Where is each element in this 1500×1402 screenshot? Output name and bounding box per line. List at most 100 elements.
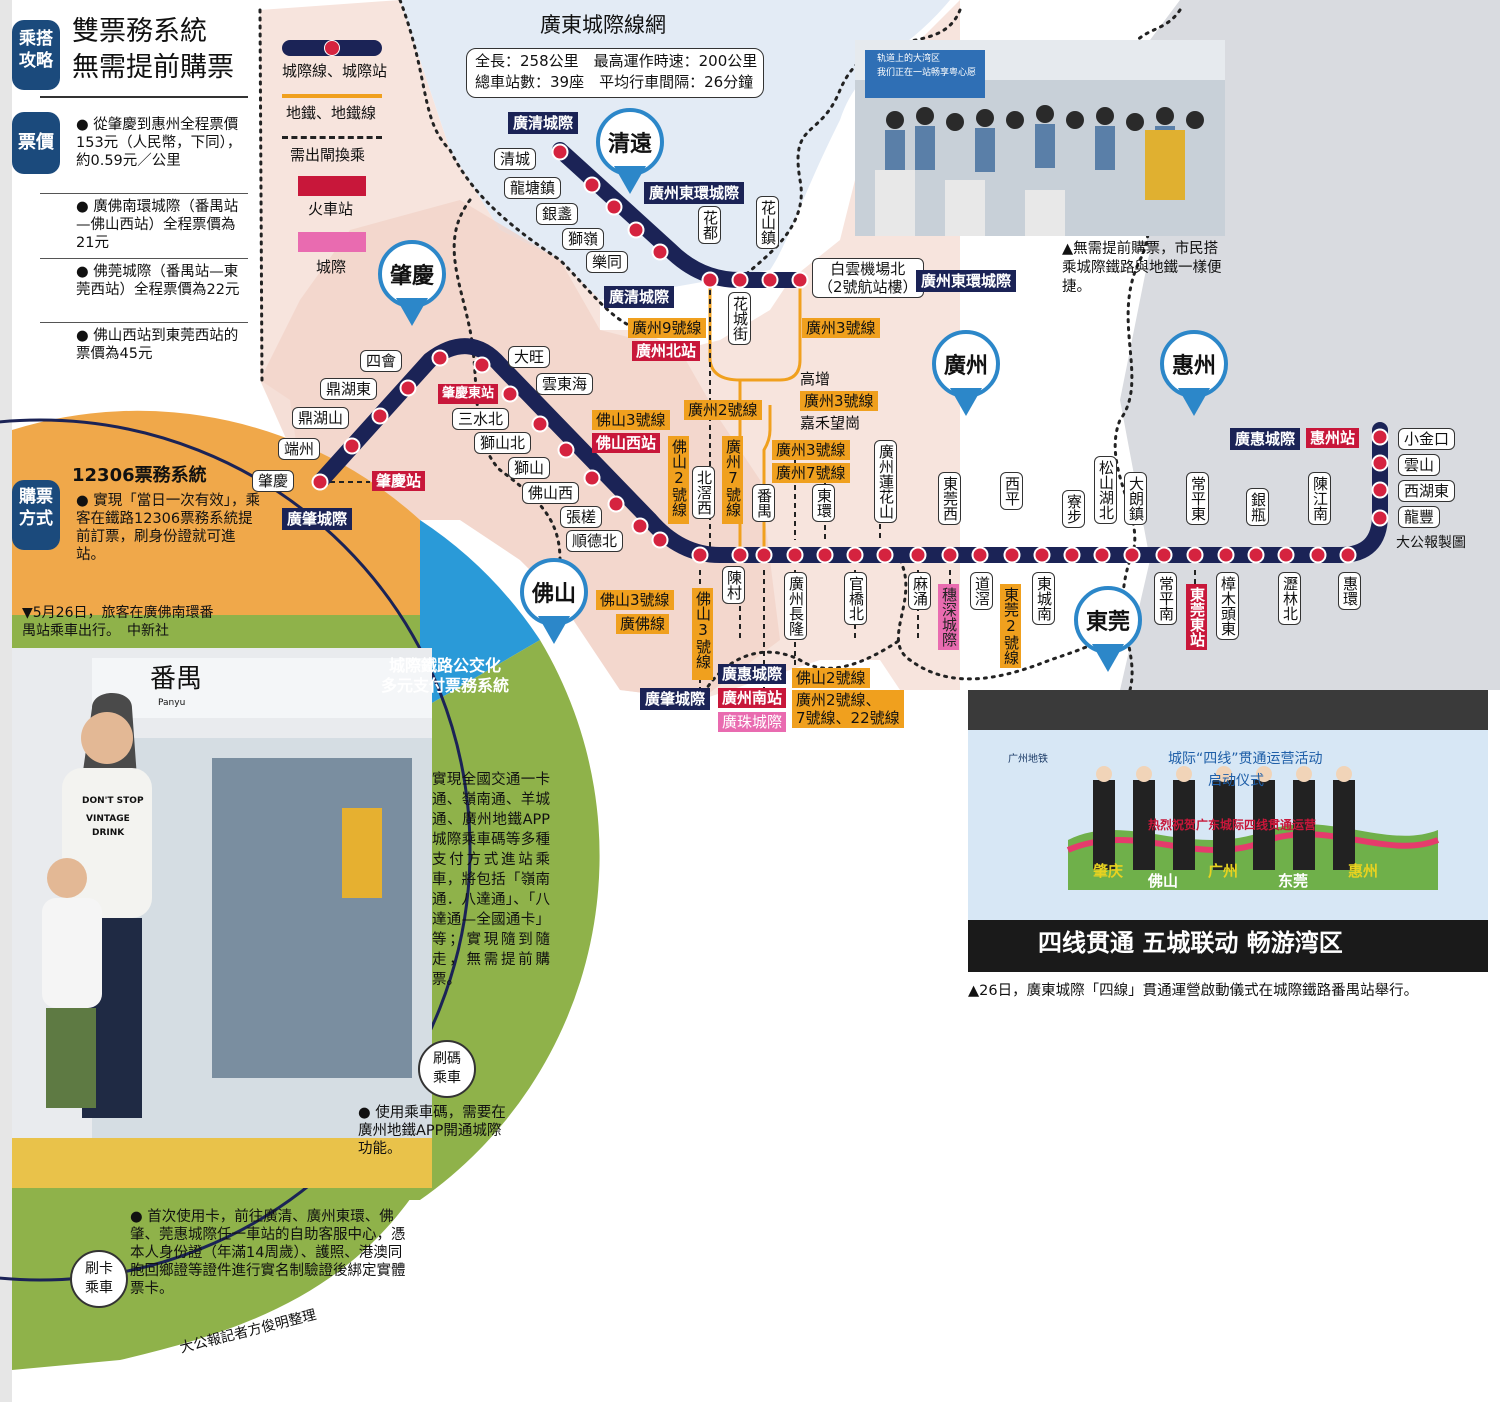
station-dot <box>1155 546 1173 564</box>
purchase-system-title: 12306票務系統 <box>72 465 207 486</box>
station-label: 北滘西 <box>692 466 715 519</box>
station-label: 樟木頭東 <box>1216 572 1239 640</box>
intercity-label: 穗深城際 <box>938 584 959 650</box>
metro-label: 廣州3號線 <box>772 440 850 460</box>
train-station-label: 肇慶站 <box>372 471 426 491</box>
station-label: 陳江南 <box>1308 472 1331 525</box>
fare-item: ● 從肇慶到惠州全程票價153元（人民幣，下同），約0.59元／公里 <box>76 117 242 169</box>
fare-item: ● 佛山西站到東莞西站的票價為45元 <box>76 328 239 362</box>
public-transport-title: 城際鐵路公交化 多元支付票務系統 <box>380 656 509 695</box>
legend-intercity: 城際線、城際站 <box>282 62 388 80</box>
station-dot <box>941 546 959 564</box>
header-divider <box>40 96 248 98</box>
ceremony-city: 惠州 <box>1348 862 1379 880</box>
metro-label: 佛山3號線 <box>592 410 670 430</box>
station-dot <box>1063 546 1081 564</box>
station-dot <box>786 546 804 564</box>
fare-divider <box>40 193 248 194</box>
station-label: 西平 <box>1000 472 1023 510</box>
station-dot <box>531 415 549 433</box>
station-label: 大朗鎮 <box>1124 472 1147 525</box>
station-dot <box>501 385 519 403</box>
city-pin-zhaoqing: 肇慶 <box>378 240 446 330</box>
metro-label: 廣佛線 <box>616 614 670 634</box>
network-stats-line1: 全長：258公里 最高運作時速：200公里 <box>475 52 758 70</box>
line-label: 廣肇城際 <box>640 688 711 710</box>
station-dot <box>1309 546 1327 564</box>
station-dot <box>791 271 809 289</box>
page-title-line1: 雙票務系統 <box>72 16 207 47</box>
station-dot <box>816 546 834 564</box>
legend-intercity-key: 城際 <box>316 258 347 276</box>
platform-sign: 番禺 <box>150 664 203 694</box>
ceremony-city: 广州 <box>1208 862 1239 880</box>
station-label: 三水北 <box>452 408 510 430</box>
city-pin-huizhou: 惠州 <box>1160 330 1228 420</box>
station-label: 花都 <box>698 206 721 244</box>
station-dot <box>607 495 625 513</box>
station-label: 花城街 <box>728 292 751 345</box>
ceremony-city: 东莞 <box>1278 872 1309 890</box>
station-label: 廣州蓮花山 <box>874 440 897 523</box>
metro-label: 佛山3號線 <box>596 590 674 610</box>
station-label: 獅嶺 <box>562 228 605 250</box>
station-dot <box>1371 428 1389 446</box>
metro-label: 廣州7號線 <box>772 463 850 483</box>
metro-label: 廣州2號線、 7號線、22號線 <box>792 690 904 728</box>
station-label: 獅山 <box>508 457 551 479</box>
city-name: 清遠 <box>596 108 664 176</box>
line-label: 廣州東環城際 <box>916 270 1017 292</box>
station-label: 順德北 <box>566 530 624 552</box>
ceremony-city: 肇庆 <box>1093 862 1124 880</box>
station-dot <box>876 546 894 564</box>
ceremony-city: 佛山 <box>1148 872 1179 890</box>
train-station-label: 廣惠城際 <box>718 664 787 684</box>
public-transport-text: 實現全國交通一卡通、嶺南通、羊城通、廣州地鐵APP城際乘車碼等多種支付方式進站乘… <box>432 772 550 988</box>
station-label: 樂同 <box>586 251 629 273</box>
metro-label: 廣州2號線 <box>684 400 762 420</box>
station-label: 西湖東 <box>1398 480 1456 502</box>
station-dot <box>1247 546 1265 564</box>
station-label: 銀瓶 <box>1246 488 1269 526</box>
station-label: 銀盞 <box>536 203 579 225</box>
map-credit: 大公報製圖 <box>1396 535 1466 551</box>
station-dot <box>583 469 601 487</box>
metro-label: 佛山2號線 <box>668 436 689 524</box>
station-dot <box>1277 546 1295 564</box>
station-dot <box>1217 546 1235 564</box>
fare-divider <box>40 258 248 259</box>
shirt-text: DON'T STOP <box>82 796 144 806</box>
city-pin-qingyuan: 清遠 <box>596 108 664 198</box>
photo-sign: 我们正在一站畅享粤心愿 <box>877 68 977 78</box>
station-dot <box>701 271 719 289</box>
station-label: 麻涌 <box>908 572 931 610</box>
station-dot <box>1003 546 1021 564</box>
metro-label: 東莞2號線 <box>1000 584 1021 668</box>
station-label: 番禺 <box>752 484 775 522</box>
legend-transfer: 需出閘換乘 <box>290 146 366 164</box>
network-stats: 全長：258公里 最高運作時速：200公里 總車站數：39座 平均行車間隔：26… <box>466 48 764 98</box>
line-label: 廣州東環城際 <box>644 182 745 204</box>
station-label: 清城 <box>494 148 537 170</box>
legend-intercity-key-swatch <box>298 232 366 252</box>
line-label: 廣清城際 <box>508 112 579 134</box>
station-dot <box>311 473 329 491</box>
station-dot <box>1033 546 1051 564</box>
ceremony-photo: 广州地铁 城际“四线”贯通运营活动 启动仪式 热烈祝贺广东城际四线贯通运营 肇庆… <box>968 690 1488 972</box>
network-stats-line2: 總車站數：39座 平均行車間隔：26分鐘 <box>475 73 754 91</box>
legend-dot <box>324 40 340 56</box>
photo2-caption: ▲無需提前購票，市民搭乘城際鐵路與地鐵一樣便捷。 <box>1062 241 1222 295</box>
station-label: 陳村 <box>722 566 745 604</box>
station-label: 端州 <box>278 438 321 460</box>
qr-label: 刷碼 乘車 <box>418 1040 476 1098</box>
station-dot <box>1339 546 1357 564</box>
station-label: 廣州長隆 <box>784 572 807 640</box>
station-label: 張槎 <box>560 506 603 528</box>
ceremony-greeting: 热烈祝贺广东城际四线贯通运营 <box>1148 818 1317 832</box>
shirt-text: VINTAGE <box>86 814 130 824</box>
page-title-line2: 無需提前購票 <box>72 52 234 83</box>
metro-label: 佛山2號線 <box>792 668 870 688</box>
shirt-text: DRINK <box>92 828 125 838</box>
guide-badge: 乘搭 攻略 <box>12 20 60 90</box>
